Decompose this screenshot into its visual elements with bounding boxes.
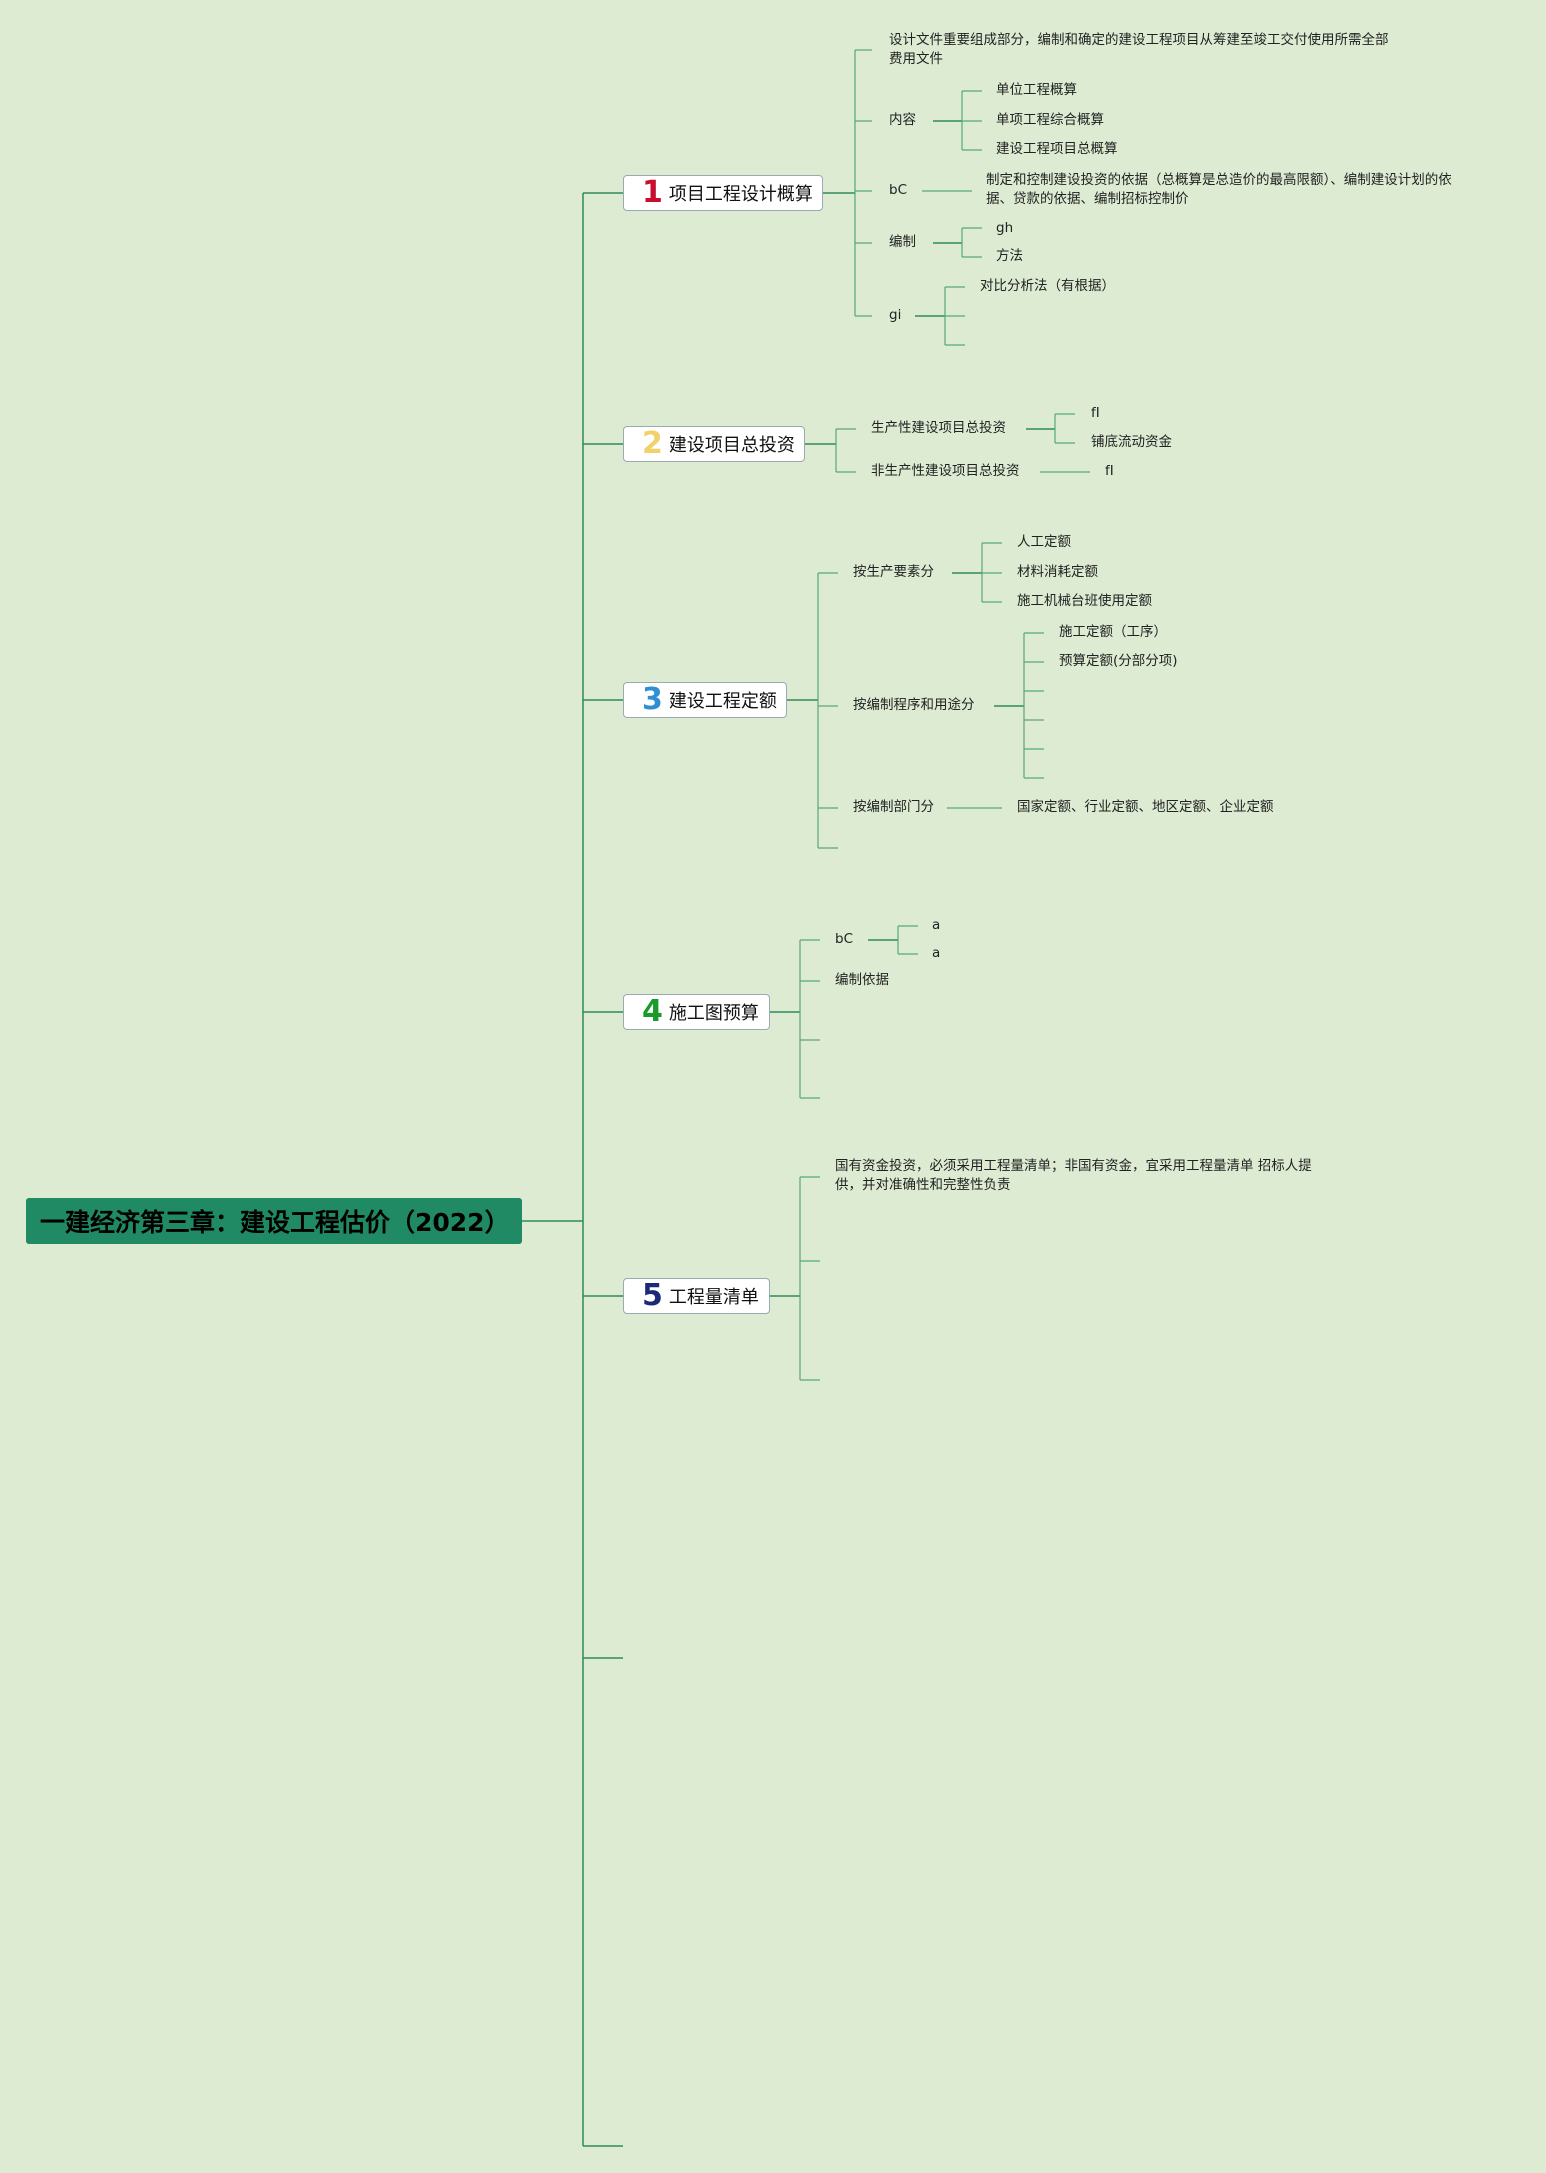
branch-construction-quota[interactable]: 3 建设工程定额 xyxy=(623,682,787,718)
branch-title: 工程量清单 xyxy=(668,1287,759,1308)
gi-label: gi xyxy=(889,307,902,323)
bc-label: bC xyxy=(835,931,853,947)
nonproductive-item: fI xyxy=(1105,463,1114,479)
productive-item: fI xyxy=(1091,405,1100,421)
design-estimate-definition: 设计文件重要组成部分，编制和确定的建设工程项目从筹建至竣工交付使用所需全部费用文… xyxy=(889,32,1389,67)
bc-description: 制定和控制建设投资的依据（总概算是总造价的最高限额）、编制建设计划的依据、贷款的… xyxy=(986,172,1452,207)
branch-title: 项目工程设计概算 xyxy=(668,184,813,205)
productive-investment-label: 生产性建设项目总投资 xyxy=(871,420,1006,436)
branch-title: 建设工程定额 xyxy=(668,691,777,712)
branch-construction-drawing-budget[interactable]: 4 施工图预算 xyxy=(623,994,770,1030)
branch-title: 建设项目总投资 xyxy=(668,435,795,456)
root-topic[interactable]: 一建经济第三章：建设工程估价（2022） xyxy=(26,1198,522,1244)
branch-title: 施工图预算 xyxy=(668,1003,759,1024)
factor-item: 施工机械台班使用定额 xyxy=(1017,593,1152,609)
content-item: 单位工程概算 xyxy=(996,82,1077,98)
department-item: 国家定额、行业定额、地区定额、企业定额 xyxy=(1017,799,1274,815)
procedure-item: 施工定额（工序） xyxy=(1059,624,1167,640)
content-item: 建设工程项目总概算 xyxy=(996,141,1118,157)
factor-item: 人工定额 xyxy=(1017,534,1071,550)
branch-bill-of-quantities[interactable]: 5 工程量清单 xyxy=(623,1278,770,1314)
factor-classification-label: 按生产要素分 xyxy=(853,564,934,580)
bc-item: a xyxy=(932,945,941,961)
compile-label: 编制 xyxy=(889,234,916,250)
department-classification-label: 按编制部门分 xyxy=(853,799,934,815)
branch-number: 3 xyxy=(642,682,663,717)
branch-number: 1 xyxy=(642,175,663,210)
bc-label: bC xyxy=(889,182,907,198)
factor-item: 材料消耗定额 xyxy=(1017,564,1098,580)
productive-item: 铺底流动资金 xyxy=(1091,434,1172,450)
content-label: 内容 xyxy=(889,112,916,128)
compile-item: 方法 xyxy=(996,248,1023,264)
content-item: 单项工程综合概算 xyxy=(996,112,1104,128)
procedure-item: 预算定额(分部分项) xyxy=(1059,653,1178,669)
procedure-classification-label: 按编制程序和用途分 xyxy=(853,697,975,713)
compile-basis-label: 编制依据 xyxy=(835,972,889,988)
compile-item: gh xyxy=(996,220,1014,236)
branch-total-investment[interactable]: 2 建设项目总投资 xyxy=(623,426,805,462)
bc-item: a xyxy=(932,917,941,933)
branch-number: 2 xyxy=(642,426,663,461)
branch-project-design-estimate[interactable]: 1 项目工程设计概算 xyxy=(623,175,823,211)
branch-number: 5 xyxy=(642,1278,663,1313)
nonproductive-investment-label: 非生产性建设项目总投资 xyxy=(871,463,1020,479)
bill-of-quantities-description: 国有资金投资，必须采用工程量清单；非国有资金，宜采用工程量清单 招标人提供，并对… xyxy=(835,1158,1312,1193)
branch-number: 4 xyxy=(642,994,663,1029)
root-title: 一建经济第三章：建设工程估价（2022） xyxy=(40,1208,510,1237)
gi-item: 对比分析法（有根据） xyxy=(980,278,1115,294)
